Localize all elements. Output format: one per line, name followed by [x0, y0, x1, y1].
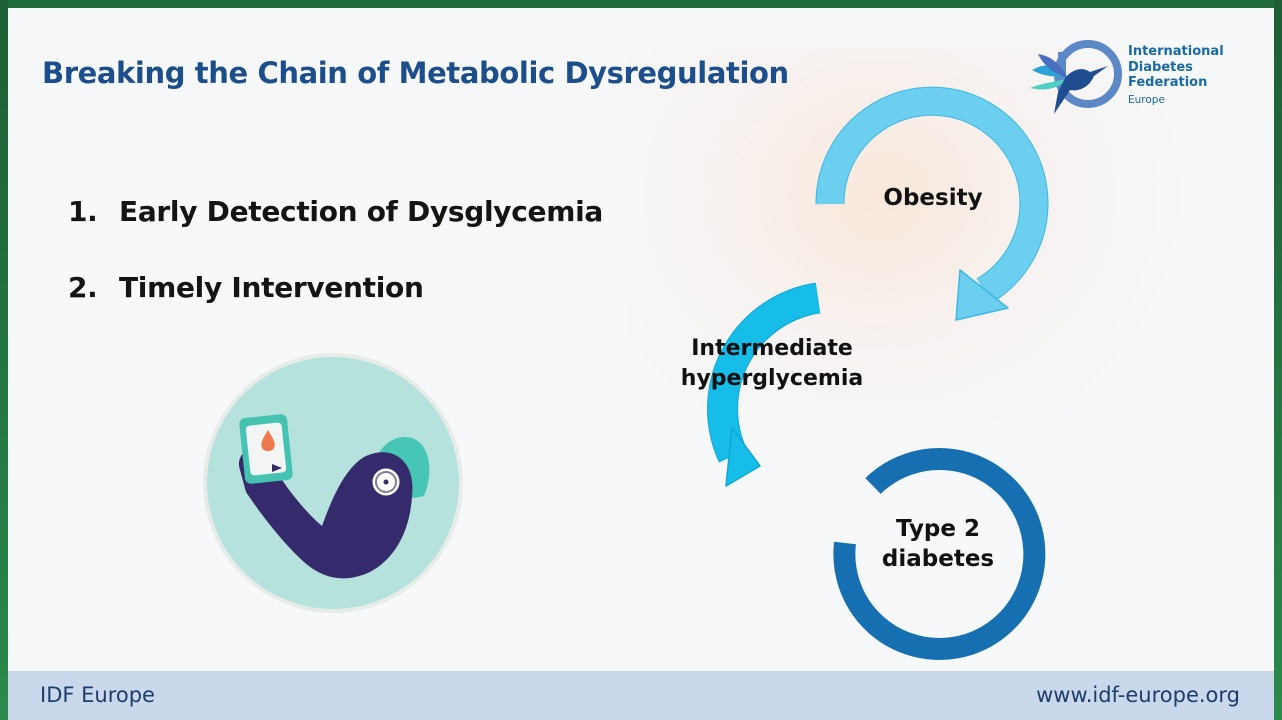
intermediate-arrow — [707, 282, 821, 487]
logo-text: International Diabetes Federation — [1128, 44, 1224, 91]
obesity-arrow — [815, 86, 1049, 321]
window-frame-right — [1274, 0, 1282, 720]
flexed-arm-glucose-meter-icon — [200, 350, 466, 621]
slide-title: Breaking the Chain of Metabolic Dysregul… — [42, 56, 789, 90]
intermediate-line-2: hyperglycemia — [680, 366, 864, 391]
step-text: Timely Intervention — [119, 270, 424, 304]
metabolic-cycle-diagram — [707, 86, 1049, 660]
step-item: 2. Timely Intervention — [68, 268, 603, 306]
logo-line-1: International — [1128, 44, 1224, 59]
intermediate-hyperglycemia-label: Intermediate hyperglycemia — [672, 334, 872, 394]
intermediate-line-1: Intermediate — [691, 336, 853, 361]
type2-line-1: Type 2 — [895, 516, 981, 542]
slide-footer: IDF Europe www.idf-europe.org — [8, 671, 1274, 720]
type2-diabetes-label: Type 2 diabetes — [870, 514, 1006, 574]
step-text: Early Detection of Dysglycemia — [119, 194, 604, 228]
window-frame-left — [0, 0, 8, 720]
footer-org-name: IDF Europe — [40, 683, 155, 707]
logo-line-3: Federation — [1128, 75, 1208, 90]
type2-diabetes-ring — [833, 447, 1046, 660]
logo-line-2: Diabetes — [1128, 59, 1193, 75]
step-number: 2. — [68, 270, 98, 304]
footer-website: www.idf-europe.org — [1036, 683, 1240, 707]
idf-europe-logo: International Diabetes Federation Europe — [1024, 32, 1224, 124]
obesity-label: Obesity — [883, 185, 983, 211]
hummingbird-icon — [1030, 40, 1122, 114]
type2-line-2: diabetes — [881, 546, 995, 572]
steps-list: 1. Early Detection of Dysglycemia 2. Tim… — [68, 192, 603, 344]
step-item: 1. Early Detection of Dysglycemia — [68, 192, 603, 230]
logo-region: Europe — [1128, 94, 1165, 106]
presentation-slide: Breaking the Chain of Metabolic Dysregul… — [8, 8, 1274, 720]
step-number: 1. — [68, 194, 98, 228]
